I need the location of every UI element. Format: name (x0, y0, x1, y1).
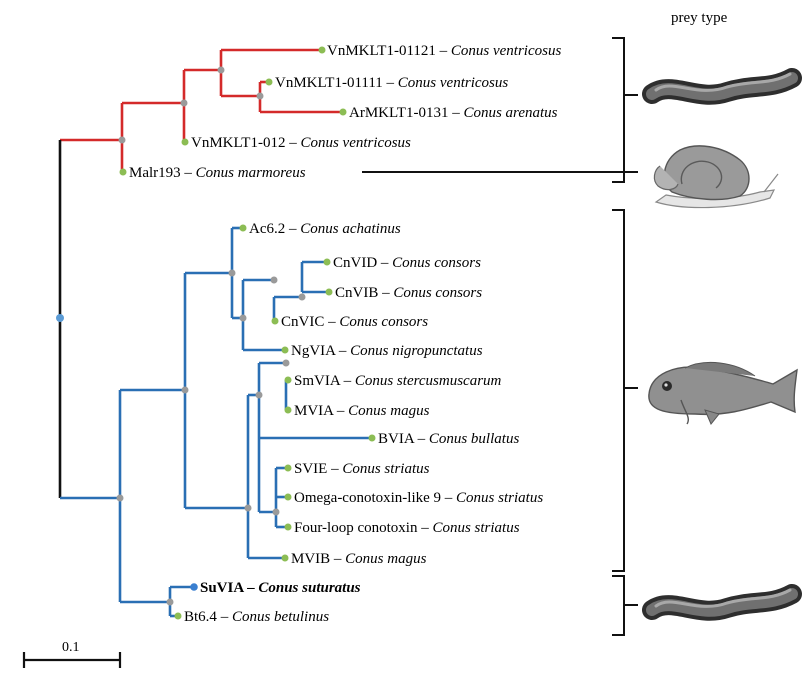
leaf-nodes (119, 46, 376, 620)
bracket-fish (612, 209, 638, 572)
leaf-label-cnvib: CnVIB – Conus consors (335, 285, 482, 301)
leaf-label-vnmklt1-01121: VnMKLT1-01121 – Conus ventricosus (327, 43, 561, 59)
scale-bar-label: 0.1 (62, 640, 80, 655)
leaf-label-svie: SVIE – Conus striatus (294, 461, 430, 477)
leaf-label-cnvic: CnVIC – Conus consors (281, 314, 428, 330)
leaf-label-mvib: MVIB – Conus magus (291, 551, 427, 567)
leaf-label-cnvid: CnVID – Conus consors (333, 255, 481, 271)
leaf-label-ac6-2: Ac6.2 – Conus achatinus (249, 221, 401, 237)
root-node (56, 314, 64, 322)
bracket-worm-top (612, 37, 638, 183)
worm-icon (642, 68, 802, 105)
prey-type-header: prey type (671, 10, 728, 26)
leaf-label-ngvia: NgVIA – Conus nigropunctatus (291, 343, 483, 359)
leaf-node-suvia (190, 583, 198, 591)
leaf-label-malr193: Malr193 – Conus marmoreus (129, 165, 306, 181)
leaf-label-vnmklt1-012: VnMKLT1-012 – Conus ventricosus (191, 135, 411, 151)
leaf-label-mvia: MVIA – Conus magus (294, 403, 430, 419)
leaf-label-bt6-4: Bt6.4 – Conus betulinus (184, 609, 329, 625)
leaf-label-vnmklt1-01111: VnMKLT1-01111 – Conus ventricosus (275, 75, 508, 91)
leaf-label-armklt1-0131: ArMKLT1-0131 – Conus arenatus (349, 105, 558, 121)
worm-icon (642, 584, 802, 621)
leaf-label-smvia: SmVIA – Conus stercusmuscarum (294, 373, 502, 389)
scale-bar: 0.1 (22, 640, 122, 668)
bracket-worm-bottom (612, 575, 638, 636)
leaf-label-omega-conotoxin-like-9: Omega-conotoxin-like 9 – Conus striatus (294, 490, 543, 506)
internal-nodes (116, 66, 306, 606)
leaf-label-suvia: SuVIA – Conus suturatus (200, 580, 361, 596)
fish-icon (648, 362, 798, 425)
leaf-label-four-loop-conotoxin: Four-loop conotoxin – Conus striatus (294, 520, 520, 536)
snail-icon (653, 145, 779, 209)
red-clade-branches (60, 48, 343, 174)
leaf-label-bvia: BVIA – Conus bullatus (378, 431, 519, 447)
prey-brackets (362, 37, 638, 636)
leaf-labels: VnMKLT1-01121 – Conus ventricosus VnMKLT… (129, 43, 561, 625)
